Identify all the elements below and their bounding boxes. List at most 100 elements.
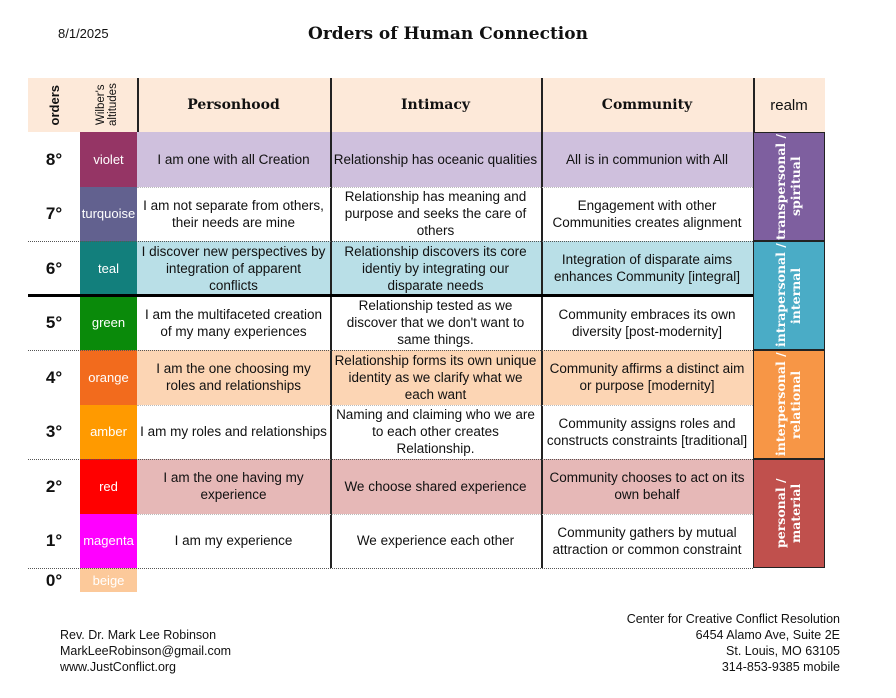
order-label-text: 5° [45,313,63,333]
altitude-swatch-text: red [99,478,118,494]
footer-phone: 314-853-9385 mobile [721,660,840,674]
personhood-cell: I am my experience [137,513,330,568]
community-cell: Community chooses to act on its own beha… [541,459,753,514]
personhood-cell-text: I am the multifaceted creation of my man… [144,306,323,339]
personhood-cell-text: I discover new perspectives by integrati… [141,243,326,293]
footer-name: Rev. Dr. Mark Lee Robinson [60,628,217,642]
footer-address: 6454 Alamo Ave, Suite 2E [695,628,840,642]
personhood-cell-text: I am one with all Creation [157,151,310,167]
altitude-swatch: beige [80,568,137,592]
community-cell-text: Engagement with other Communities create… [552,197,742,230]
personhood-cell: I am one with all Creation [137,132,330,187]
community-cell: Engagement with other Communities create… [541,186,753,241]
community-cell-text: Community chooses to act on its own beha… [549,470,745,503]
community-cell: Community embraces its own diversity [po… [541,295,753,350]
footer-contact: Rev. Dr. Mark Lee Robinson MarkLeeRobins… [60,627,231,675]
community-cell: Community affirms a distinct aim or purp… [541,350,753,405]
order-label-text: 1° [45,531,63,551]
community-cell: Community assigns roles and constructs c… [541,404,753,459]
altitude-swatch: red [80,459,137,514]
order-label: 3° [28,405,80,460]
header-altitudes: Wilber's altitudes [80,78,137,132]
order-label: 7° [28,187,80,242]
order-label-text: 7° [45,204,63,224]
order-label-text: 8° [45,149,63,169]
realm-band: interpersonal / relational [753,350,825,459]
altitude-swatch-text: orange [88,369,129,385]
intimacy-cell-text: We choose shared experience [344,478,527,494]
personhood-cell-text: I am not separate from others, their nee… [143,197,324,230]
realm-band: personal / material [753,459,825,568]
altitude-swatch: amber [80,404,137,459]
altitude-swatch-text: turquoise [81,206,136,222]
footer-org-name: Center for Creative Conflict Resolution [626,612,840,626]
personhood-cell: I am the one choosing my roles and relat… [137,350,330,405]
realm-label: intrapersonal / internal [773,243,803,348]
order-label: 5° [28,296,80,351]
personhood-cell: I discover new perspectives by integrati… [137,241,330,296]
order-label-text: 4° [45,367,63,387]
order-label-text: 3° [45,422,63,442]
order-label: 4° [28,350,80,405]
column-divider [137,78,139,132]
order-label: 6° [28,241,80,296]
realm-label: interpersonal / relational [773,352,803,457]
personhood-cell: I am the one having my experience [137,459,330,514]
personhood-cell: I am my roles and relationships [137,404,330,459]
header-orders-label: orders [46,84,62,126]
altitude-swatch: magenta [80,513,137,568]
header-intimacy: Intimacy [330,78,541,132]
header-personhood: Personhood [137,78,330,132]
community-cell: Integration of disparate aims enhances C… [541,241,753,296]
community-cell: All is in communion with All [541,132,753,187]
order-label: 8° [28,132,80,187]
intimacy-cell-text: Relationship discovers its core identiy … [344,243,527,293]
community-cell-text: Community gathers by mutual attraction o… [552,524,742,557]
personhood-cell-text: I am my roles and relationships [140,424,327,440]
page-title: Orders of Human Connection [308,24,588,44]
order-label-text: 6° [45,258,63,278]
thick-divider [28,293,753,297]
order-label: 2° [28,459,80,514]
intimacy-cell-text: Relationship forms its own unique identi… [334,352,537,402]
row-separator [137,513,753,515]
altitude-swatch-text: green [91,315,126,331]
intimacy-cell: We experience each other [330,513,541,568]
intimacy-cell: Relationship forms its own unique identi… [330,350,541,405]
row-separator [28,350,753,351]
altitude-swatch: turquoise [80,186,137,241]
header-community: Community [541,78,753,132]
row-separator [28,241,753,242]
footer-website: www.JustConflict.org [60,660,177,674]
header-orders: orders [28,78,80,132]
realm-label: transpersonal / spiritual [773,133,803,240]
order-label: 1° [28,514,80,569]
order-label-text: 2° [45,476,63,496]
personhood-cell-text: I am the one having my experience [163,470,304,503]
column-divider [541,78,543,568]
footer-city: St. Louis, MO 63105 [726,644,840,658]
community-cell-text: Community affirms a distinct aim or purp… [549,361,745,394]
footer-organization: Center for Creative Conflict Resolution … [627,611,840,675]
intimacy-cell-text: We experience each other [356,533,515,549]
intimacy-cell: We choose shared experience [330,459,541,514]
community-cell-text: Community embraces its own diversity [po… [558,306,736,339]
row-separator [28,459,753,460]
realm-label: personal / material [773,478,803,549]
personhood-cell: I am not separate from others, their nee… [137,186,330,241]
intimacy-cell: Relationship has oceanic qualities [330,132,541,187]
intimacy-cell-text: Relationship has meaning and purpose and… [344,189,527,239]
altitude-swatch-text: magenta [83,533,134,549]
personhood-cell-text: I am the one choosing my roles and relat… [156,361,311,394]
altitude-swatch-text: violet [93,151,124,167]
personhood-cell: I am the multifaceted creation of my man… [137,295,330,350]
column-divider [753,78,755,132]
intimacy-cell: Relationship tested as we discover that … [330,295,541,350]
community-cell-text: Integration of disparate aims enhances C… [553,252,741,285]
intimacy-cell: Relationship discovers its core identiy … [330,241,541,296]
altitude-swatch: violet [80,132,137,187]
intimacy-cell: Relationship has meaning and purpose and… [330,186,541,241]
personhood-cell-text: I am my experience [174,533,293,549]
altitude-swatch: orange [80,350,137,405]
